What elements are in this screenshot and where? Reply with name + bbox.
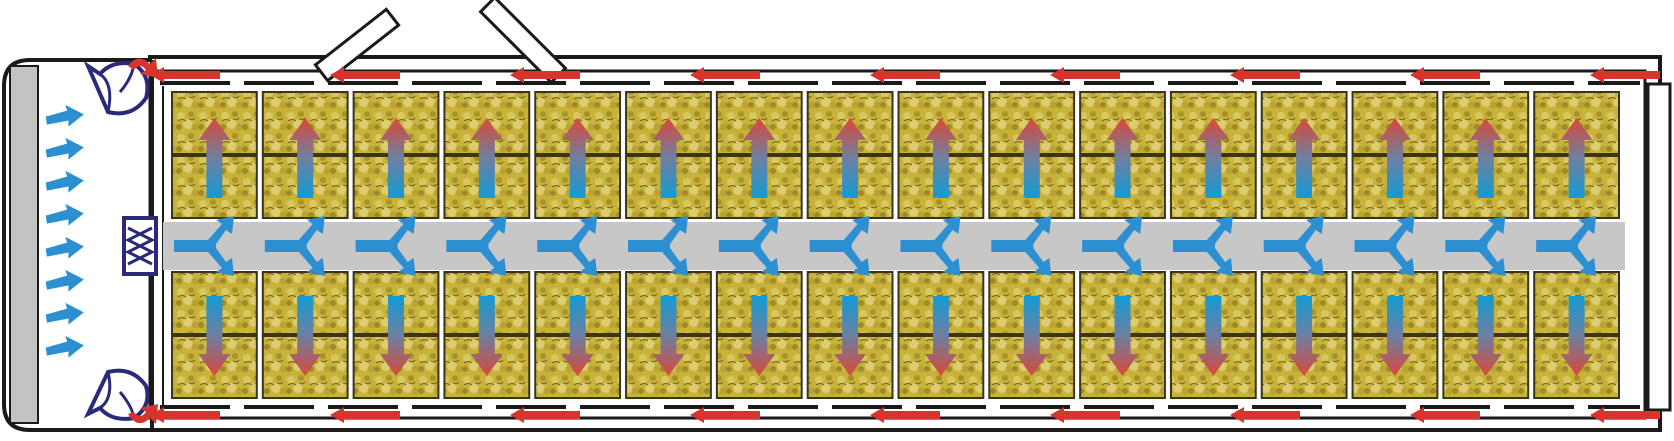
gradient-up-arrow-icon [1469, 118, 1502, 198]
gradient-down-arrow-icon [470, 296, 503, 376]
y-split-arrow-icon [1082, 216, 1143, 276]
gradient-up-arrow-icon [1288, 118, 1321, 198]
gradient-down-arrow-icon [289, 296, 322, 376]
top-red-return-arrow-icon [1410, 67, 1480, 83]
roof-vent-flap-1 [313, 7, 401, 83]
y-split-arrow-icon [718, 216, 779, 276]
bottom-red-return-arrow-icon [510, 407, 580, 423]
blue-intake-arrow-icon [45, 170, 84, 193]
top-red-return-arrow-icon [150, 67, 220, 83]
fan-outflow-arrow-icon [128, 58, 158, 78]
blue-intake-arrow-icon [45, 236, 84, 259]
gradient-up-arrow-icon [289, 118, 322, 198]
rear-door [1646, 82, 1672, 412]
fan-bottom [83, 368, 158, 424]
gradient-down-arrow-icon [1197, 296, 1230, 376]
y-split-arrow-icon [264, 216, 325, 276]
bottom-red-return-arrow-icon [1590, 407, 1660, 423]
gradient-down-arrow-icon [1106, 296, 1139, 376]
roof-vents [313, 0, 568, 85]
split-flow-arrows [174, 216, 1597, 276]
bottom-red-return-arrow-icon [1050, 407, 1120, 423]
y-split-arrow-icon [809, 216, 870, 276]
gradient-up-arrow-icon [1106, 118, 1139, 198]
top-red-return-arrow-icon [1590, 67, 1660, 83]
gradient-up-arrow-icon [1560, 118, 1593, 198]
gradient-up-arrow-icon [380, 118, 413, 198]
bottom-red-return-arrow-icon [330, 407, 400, 423]
gradient-up-arrow-icon [743, 118, 776, 198]
heater-unit [122, 216, 158, 276]
gradient-up-arrow-icon [1197, 118, 1230, 198]
gradient-down-arrow-icon [561, 296, 594, 376]
gradient-up-arrow-icon [834, 118, 867, 198]
gradient-up-arrow-icon [561, 118, 594, 198]
y-split-arrow-icon [1536, 216, 1597, 276]
gradient-up-arrow-icon [652, 118, 685, 198]
blue-intake-arrow-icon [45, 104, 84, 127]
y-split-arrow-icon [446, 216, 507, 276]
gradient-up-arrow-icon [198, 118, 231, 198]
bottom-red-return-arrow-icon [870, 407, 940, 423]
blue-intake-arrow-icon [45, 269, 84, 292]
top-red-return-arrow-icon [330, 67, 400, 83]
gradient-down-arrow-icon [924, 296, 957, 376]
gradient-down-arrow-icon [1469, 296, 1502, 376]
bottom-red-return-arrow-icon [1230, 407, 1300, 423]
front-panel [9, 65, 39, 424]
fan-outflow-arrow-icon [128, 404, 158, 424]
gradient-down-arrow-icon [1378, 296, 1411, 376]
y-split-arrow-icon [1172, 216, 1233, 276]
y-split-arrow-icon [355, 216, 416, 276]
y-split-arrow-icon [1354, 216, 1415, 276]
top-red-return-arrow-icon [1230, 67, 1300, 83]
gradient-up-arrow-icon [924, 118, 957, 198]
blue-intake-arrow-icon [45, 302, 84, 325]
gradient-down-arrow-icon [380, 296, 413, 376]
top-red-return-arrow-icon [870, 67, 940, 83]
gradient-up-arrow-icon [1378, 118, 1411, 198]
top-red-return-arrow-icon [510, 67, 580, 83]
gradient-up-arrow-icon [1015, 118, 1048, 198]
y-split-arrow-icon [1445, 216, 1506, 276]
y-split-arrow-icon [537, 216, 598, 276]
side-duct-walls [160, 81, 1640, 409]
bottom-red-return-arrow-icon [690, 407, 760, 423]
gradient-down-arrow-icon [652, 296, 685, 376]
gradient-down-arrow-icon [834, 296, 867, 376]
y-split-arrow-icon [628, 216, 689, 276]
y-split-arrow-icon [900, 216, 961, 276]
gradient-down-arrow-icon [1560, 296, 1593, 376]
bottom-red-return-arrow-icon [1410, 407, 1480, 423]
y-split-arrow-icon [1263, 216, 1324, 276]
y-split-arrow-icon [174, 216, 234, 276]
top-red-return-arrow-icon [690, 67, 760, 83]
return-flow-arrows [150, 67, 1660, 423]
vertical-flow-arrows [198, 118, 1593, 376]
gradient-down-arrow-icon [1288, 296, 1321, 376]
gradient-down-arrow-icon [198, 296, 231, 376]
bottom-red-return-arrow-icon [150, 407, 220, 423]
fan-top [83, 58, 158, 116]
blue-intake-arrow-icon [45, 137, 84, 160]
y-split-arrow-icon [991, 216, 1052, 276]
intake-flow-arrows [45, 104, 84, 358]
top-red-return-arrow-icon [1050, 67, 1120, 83]
gradient-up-arrow-icon [470, 118, 503, 198]
gradient-down-arrow-icon [743, 296, 776, 376]
blue-intake-arrow-icon [45, 203, 84, 226]
gradient-down-arrow-icon [1015, 296, 1048, 376]
blue-intake-arrow-icon [45, 335, 84, 358]
